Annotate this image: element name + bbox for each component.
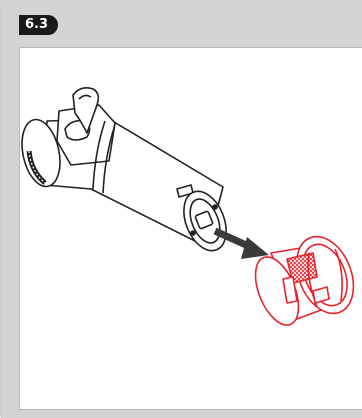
step-number-badge: 6.3 xyxy=(19,15,59,35)
handle-unit xyxy=(21,87,227,252)
panel-top-band xyxy=(1,1,362,47)
removable-cap xyxy=(254,235,355,326)
panel-bottom-band xyxy=(1,410,362,418)
removal-arrow xyxy=(213,227,269,259)
panel-left-band xyxy=(1,1,19,418)
